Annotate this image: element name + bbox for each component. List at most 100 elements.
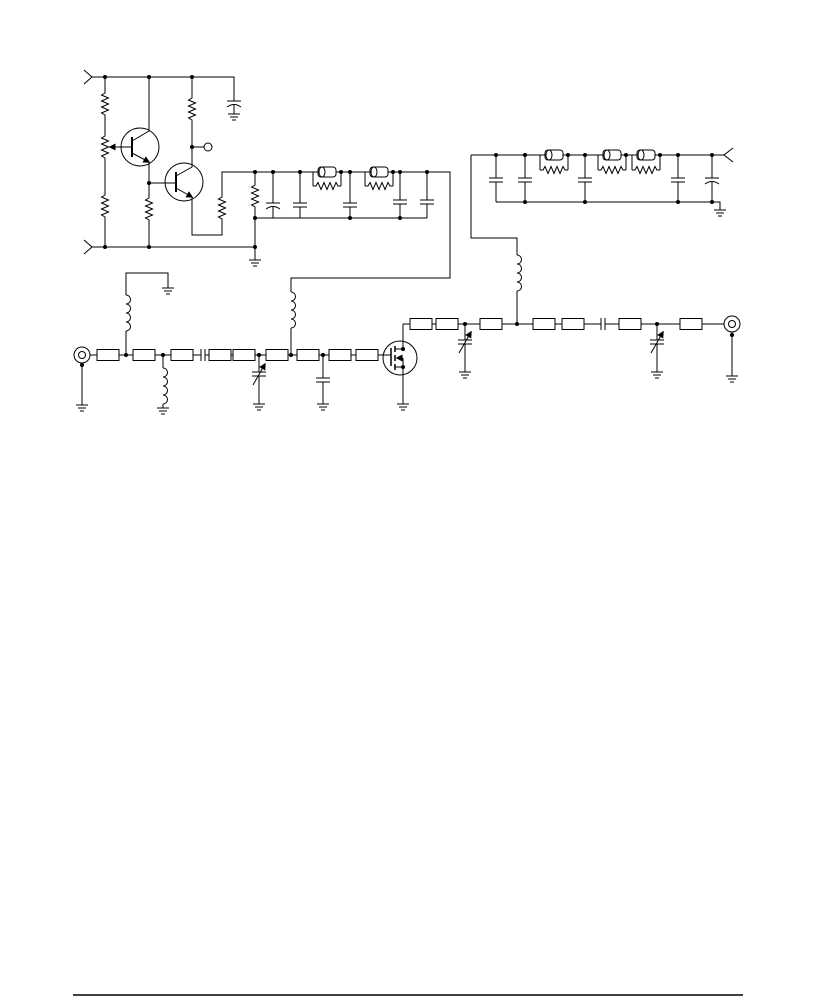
coupling-capacitor-icon	[200, 348, 206, 362]
wire-filter-caps	[272, 172, 428, 218]
transmission-line-icon	[479, 318, 503, 330]
capacitor-icon	[292, 202, 308, 208]
junction-dot	[347, 169, 353, 175]
resistor-icon	[251, 181, 259, 211]
capacitor-icon	[488, 177, 504, 183]
resistor-icon	[539, 166, 569, 174]
resistor-icon	[101, 89, 109, 119]
junction-dot	[102, 74, 108, 80]
mosfet-body	[382, 340, 418, 376]
transmission-line-icon	[232, 349, 256, 361]
transistor-q2-icon	[149, 123, 223, 236]
wire-top-rail	[92, 76, 235, 114]
resistor-icon	[218, 193, 226, 223]
input-matching-section	[73, 272, 391, 415]
junction-dot	[654, 321, 660, 327]
transistor-collector	[175, 123, 193, 177]
capacitor-icon	[315, 377, 331, 383]
junction-dot	[189, 144, 195, 150]
ground-icon	[227, 113, 241, 121]
ground-icon	[396, 403, 410, 411]
resistor-icon	[188, 94, 196, 124]
junction-dot	[270, 169, 276, 175]
junction-dot	[256, 352, 262, 358]
junction-dot	[582, 152, 588, 158]
resistor-icon	[101, 191, 109, 221]
ferrite-bead-icon	[544, 149, 564, 161]
wire-bias-feed	[221, 171, 451, 355]
wire-bead-resistors	[312, 172, 394, 186]
wire-collector-column	[191, 77, 204, 148]
resistor-icon	[597, 166, 627, 174]
ground-icon	[248, 259, 262, 267]
transistor-collector	[131, 77, 150, 142]
junction-dot	[123, 352, 129, 358]
connector-shell	[73, 346, 91, 364]
input-coax-connector-icon	[73, 346, 91, 364]
connector-shell	[723, 315, 741, 333]
connector-pin	[728, 320, 736, 328]
transmission-line-icon	[328, 349, 352, 361]
transmission-line-icon	[409, 318, 433, 330]
ground-icon	[458, 371, 472, 379]
ground-icon	[713, 209, 727, 217]
resistor-icon	[145, 194, 153, 224]
junction-dot	[657, 152, 663, 158]
wire-emitter-output	[191, 197, 223, 236]
inductor-icon	[125, 294, 131, 332]
junction-dot	[160, 352, 166, 358]
transmission-line-icon	[132, 349, 156, 361]
junction-dot	[582, 199, 588, 205]
junction-dot	[390, 169, 396, 175]
ground-icon	[161, 287, 175, 295]
junction-dot	[623, 152, 629, 158]
output-matching-section	[403, 315, 741, 383]
connector-pin	[78, 351, 86, 359]
junction-dot	[320, 352, 326, 358]
supply-terminal-bottom-icon	[83, 239, 93, 255]
junction-dot	[146, 74, 152, 80]
junction-dot	[297, 169, 303, 175]
junction-dot	[347, 215, 353, 221]
inductor-icon	[162, 367, 168, 405]
ground-icon	[156, 407, 170, 415]
junction-dot	[397, 215, 403, 221]
capacitor-icon	[342, 202, 358, 208]
transmission-line-icon	[96, 349, 120, 361]
drain-supply-filter-section	[470, 147, 734, 324]
capacitor-icon	[670, 177, 686, 183]
gate-choke-inductor-icon	[290, 291, 296, 329]
junction-dot	[146, 180, 152, 186]
supply-terminal-right-icon	[723, 147, 734, 163]
junction-dot	[189, 74, 195, 80]
ferrite-bead-icon	[636, 149, 656, 161]
ground-icon	[650, 371, 664, 379]
capacitor-icon	[392, 199, 408, 205]
junction-dot	[252, 244, 258, 250]
transistor-body	[164, 162, 204, 202]
junction-dot	[400, 364, 406, 370]
supply-terminal-top-icon	[83, 69, 93, 85]
transmission-line-icon	[265, 349, 289, 361]
junction-dot	[102, 244, 108, 250]
wire-supply-caps	[495, 155, 713, 202]
junction-dot	[462, 321, 468, 327]
wire-bead-resistors	[539, 155, 661, 170]
junction-dot	[397, 169, 403, 175]
transmission-line-icon	[355, 349, 379, 361]
capacitor-icon	[419, 199, 435, 205]
output-coax-connector-icon	[723, 315, 741, 333]
test-point-terminal-icon	[203, 142, 213, 152]
transmission-line-icon	[208, 349, 232, 361]
resistor-icon	[364, 182, 394, 190]
transmission-line-icon	[679, 318, 703, 330]
junction-dot	[252, 169, 258, 175]
junction-dot	[252, 215, 258, 221]
resistor-icon	[312, 182, 342, 190]
transmission-line-icon	[532, 318, 556, 330]
ferrite-bead-icon	[602, 149, 622, 161]
transmission-line-icon	[561, 318, 585, 330]
ground-icon	[725, 375, 739, 383]
transmission-line-icon	[618, 318, 642, 330]
